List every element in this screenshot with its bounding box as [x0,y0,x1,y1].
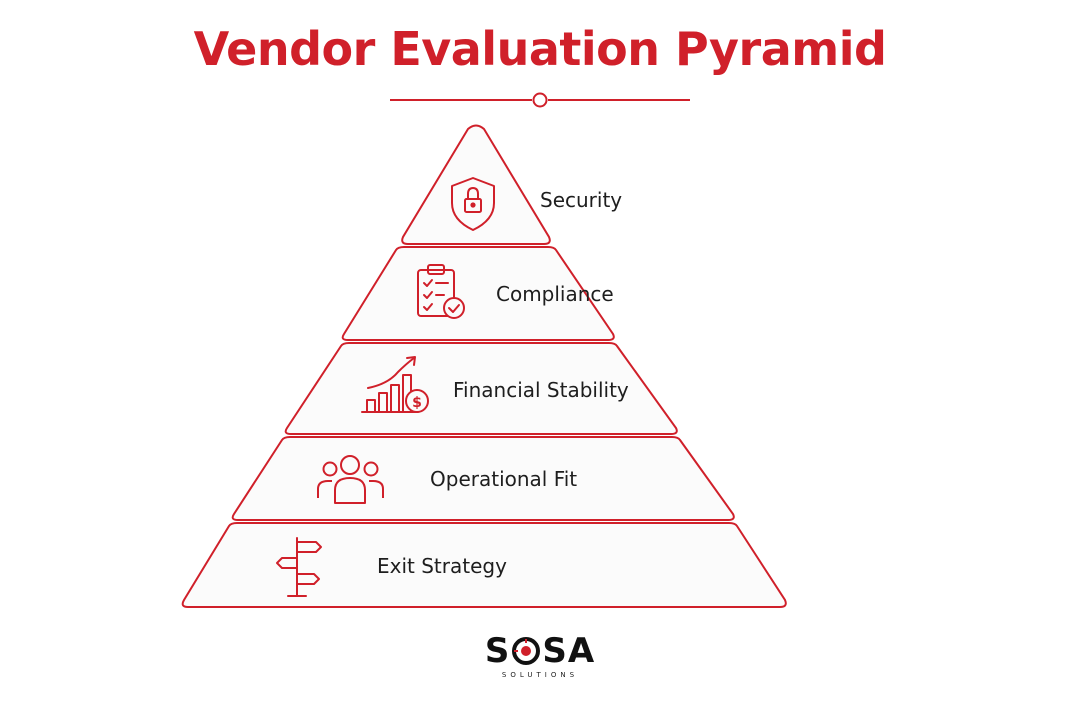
logo-wordmark: S SA [460,632,620,670]
logo-o-mark [512,637,541,665]
tier-label-security: Security [540,188,622,212]
logo-letter-s: S [484,631,511,671]
pyramid-tier-operational-fit: Operational Fit [231,436,735,521]
pyramid-tier-compliance: Compliance [341,246,615,341]
tier-label-operational-fit: Operational Fit [430,467,577,491]
pyramid-tier-security: Security [401,124,622,245]
tier-label-exit-strategy: Exit Strategy [377,554,507,578]
signpost-icon [276,537,322,597]
clipboard-check-icon [417,264,465,319]
pyramid-tier-exit-strategy: Exit Strategy [181,522,787,608]
logo-subtitle: SOLUTIONS [501,671,579,679]
shield-lock-icon [451,177,495,231]
team-icon [317,455,384,504]
logo-letters-sa: SA [542,631,596,671]
title-divider [390,92,690,108]
page-title: Vendor Evaluation Pyramid [193,22,887,76]
pyramid-tier-financial-stability: $ Financial Stability [284,342,678,435]
tier-label-compliance: Compliance [496,282,614,306]
growth-chart-dollar-icon: $ [361,356,429,413]
svg-text:$: $ [412,395,422,411]
tier-label-financial-stability: Financial Stability [453,378,629,402]
sosa-logo: S SA SOLUTIONS [460,632,620,688]
